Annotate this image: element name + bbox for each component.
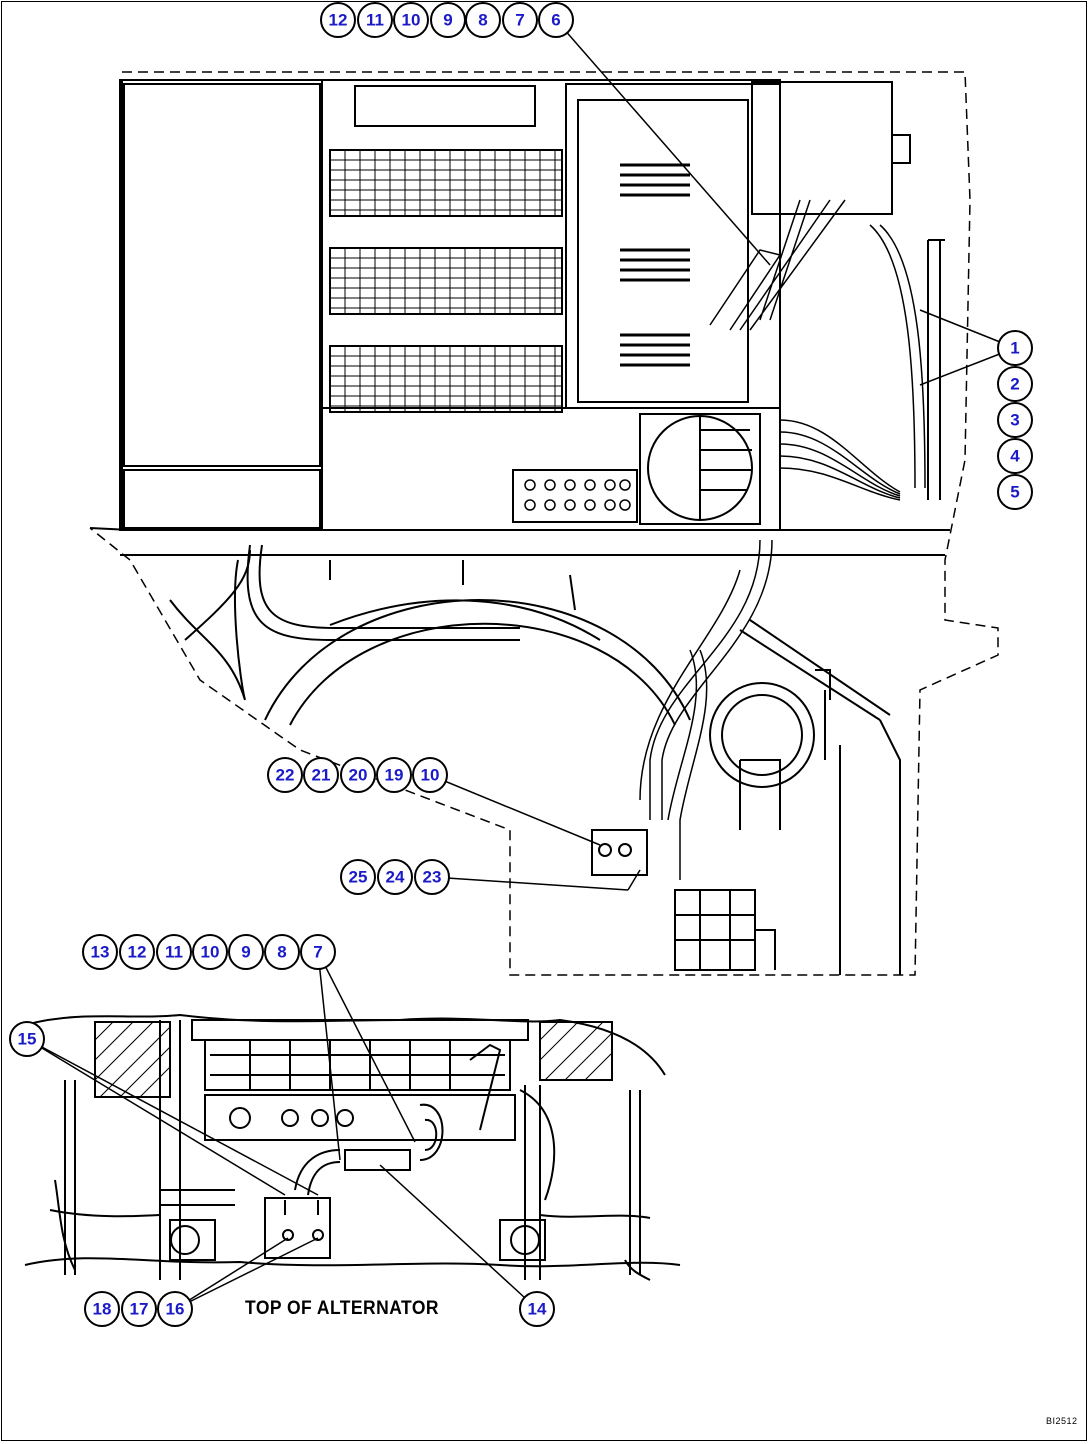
svg-text:8: 8 (277, 943, 286, 962)
callout-balloon: 9 (228, 934, 264, 970)
callout-balloon: 10 (393, 2, 429, 38)
callout-balloon: 21 (303, 757, 339, 793)
callouts-top-row: 12 11 10 9 8 7 6 (320, 2, 574, 38)
figure-code: BI2512 (1046, 1416, 1078, 1426)
view-caption: TOP OF ALTERNATOR (245, 1298, 439, 1319)
callouts-bottom-single: 14 (519, 1291, 555, 1327)
callout-balloon: 3 (997, 402, 1033, 438)
svg-text:20: 20 (349, 766, 368, 785)
upper-view (89, 71, 999, 976)
callouts-bottom-row: 18 17 16 (84, 1291, 193, 1327)
svg-text:8: 8 (478, 11, 487, 30)
callout-balloon: 24 (377, 859, 413, 895)
svg-text:25: 25 (349, 868, 368, 887)
callout-balloon: 15 (9, 1021, 45, 1057)
callout-balloon: 23 (414, 859, 450, 895)
svg-text:22: 22 (276, 766, 295, 785)
callout-balloon: 20 (340, 757, 376, 793)
svg-text:15: 15 (18, 1030, 37, 1049)
svg-text:18: 18 (93, 1300, 112, 1319)
svg-text:21: 21 (312, 766, 331, 785)
callout-balloon: 16 (157, 1291, 193, 1327)
svg-text:9: 9 (443, 11, 452, 30)
svg-text:5: 5 (1010, 483, 1019, 502)
callouts-mid-row-b: 25 24 23 (340, 859, 450, 895)
svg-text:4: 4 (1010, 447, 1020, 466)
svg-text:10: 10 (201, 943, 220, 962)
callout-balloon: 8 (264, 934, 300, 970)
callout-balloon: 6 (538, 2, 574, 38)
svg-text:10: 10 (402, 11, 421, 30)
callout-balloon: 11 (357, 2, 393, 38)
callout-balloon: 11 (156, 934, 192, 970)
svg-text:7: 7 (313, 943, 322, 962)
svg-text:10: 10 (421, 766, 440, 785)
svg-text:16: 16 (166, 1300, 185, 1319)
lower-view (24, 1013, 681, 1281)
callouts-lower-row: 13 12 11 10 9 8 7 (82, 934, 336, 970)
svg-text:11: 11 (165, 943, 183, 962)
callout-balloon: 14 (519, 1291, 555, 1327)
svg-text:24: 24 (386, 868, 405, 887)
callouts-right-column: 1 2 3 4 5 (997, 330, 1033, 510)
callout-balloon: 9 (430, 2, 466, 38)
svg-text:9: 9 (241, 943, 250, 962)
svg-text:6: 6 (551, 11, 560, 30)
callout-balloon: 10 (192, 934, 228, 970)
svg-text:19: 19 (385, 766, 404, 785)
callout-balloon: 7 (502, 2, 538, 38)
svg-text:23: 23 (423, 868, 442, 887)
callout-balloon: 8 (465, 2, 501, 38)
callout-balloon: 5 (997, 474, 1033, 510)
svg-text:13: 13 (91, 943, 110, 962)
callout-balloon: 4 (997, 438, 1033, 474)
callout-balloon: 7 (300, 934, 336, 970)
svg-text:12: 12 (128, 943, 147, 962)
callouts-lower-left: 15 (9, 1021, 45, 1057)
callout-balloon: 19 (376, 757, 412, 793)
callout-balloon: 2 (997, 366, 1033, 402)
callout-balloon: 22 (267, 757, 303, 793)
svg-text:7: 7 (515, 11, 524, 30)
svg-text:12: 12 (329, 11, 348, 30)
callout-balloon: 12 (119, 934, 155, 970)
svg-text:17: 17 (130, 1300, 149, 1319)
svg-text:1: 1 (1010, 339, 1019, 358)
svg-text:14: 14 (528, 1300, 547, 1319)
callout-balloon: 17 (121, 1291, 157, 1327)
svg-text:2: 2 (1010, 375, 1019, 394)
svg-text:3: 3 (1010, 411, 1019, 430)
callout-balloon: 25 (340, 859, 376, 895)
callout-balloon: 1 (997, 330, 1033, 366)
callout-balloon: 12 (320, 2, 356, 38)
callout-balloon: 10 (412, 757, 448, 793)
svg-text:11: 11 (366, 11, 384, 30)
callouts-mid-row-a: 22 21 20 19 10 (267, 757, 448, 793)
callout-balloon: 13 (82, 934, 118, 970)
callout-balloon: 18 (84, 1291, 120, 1327)
